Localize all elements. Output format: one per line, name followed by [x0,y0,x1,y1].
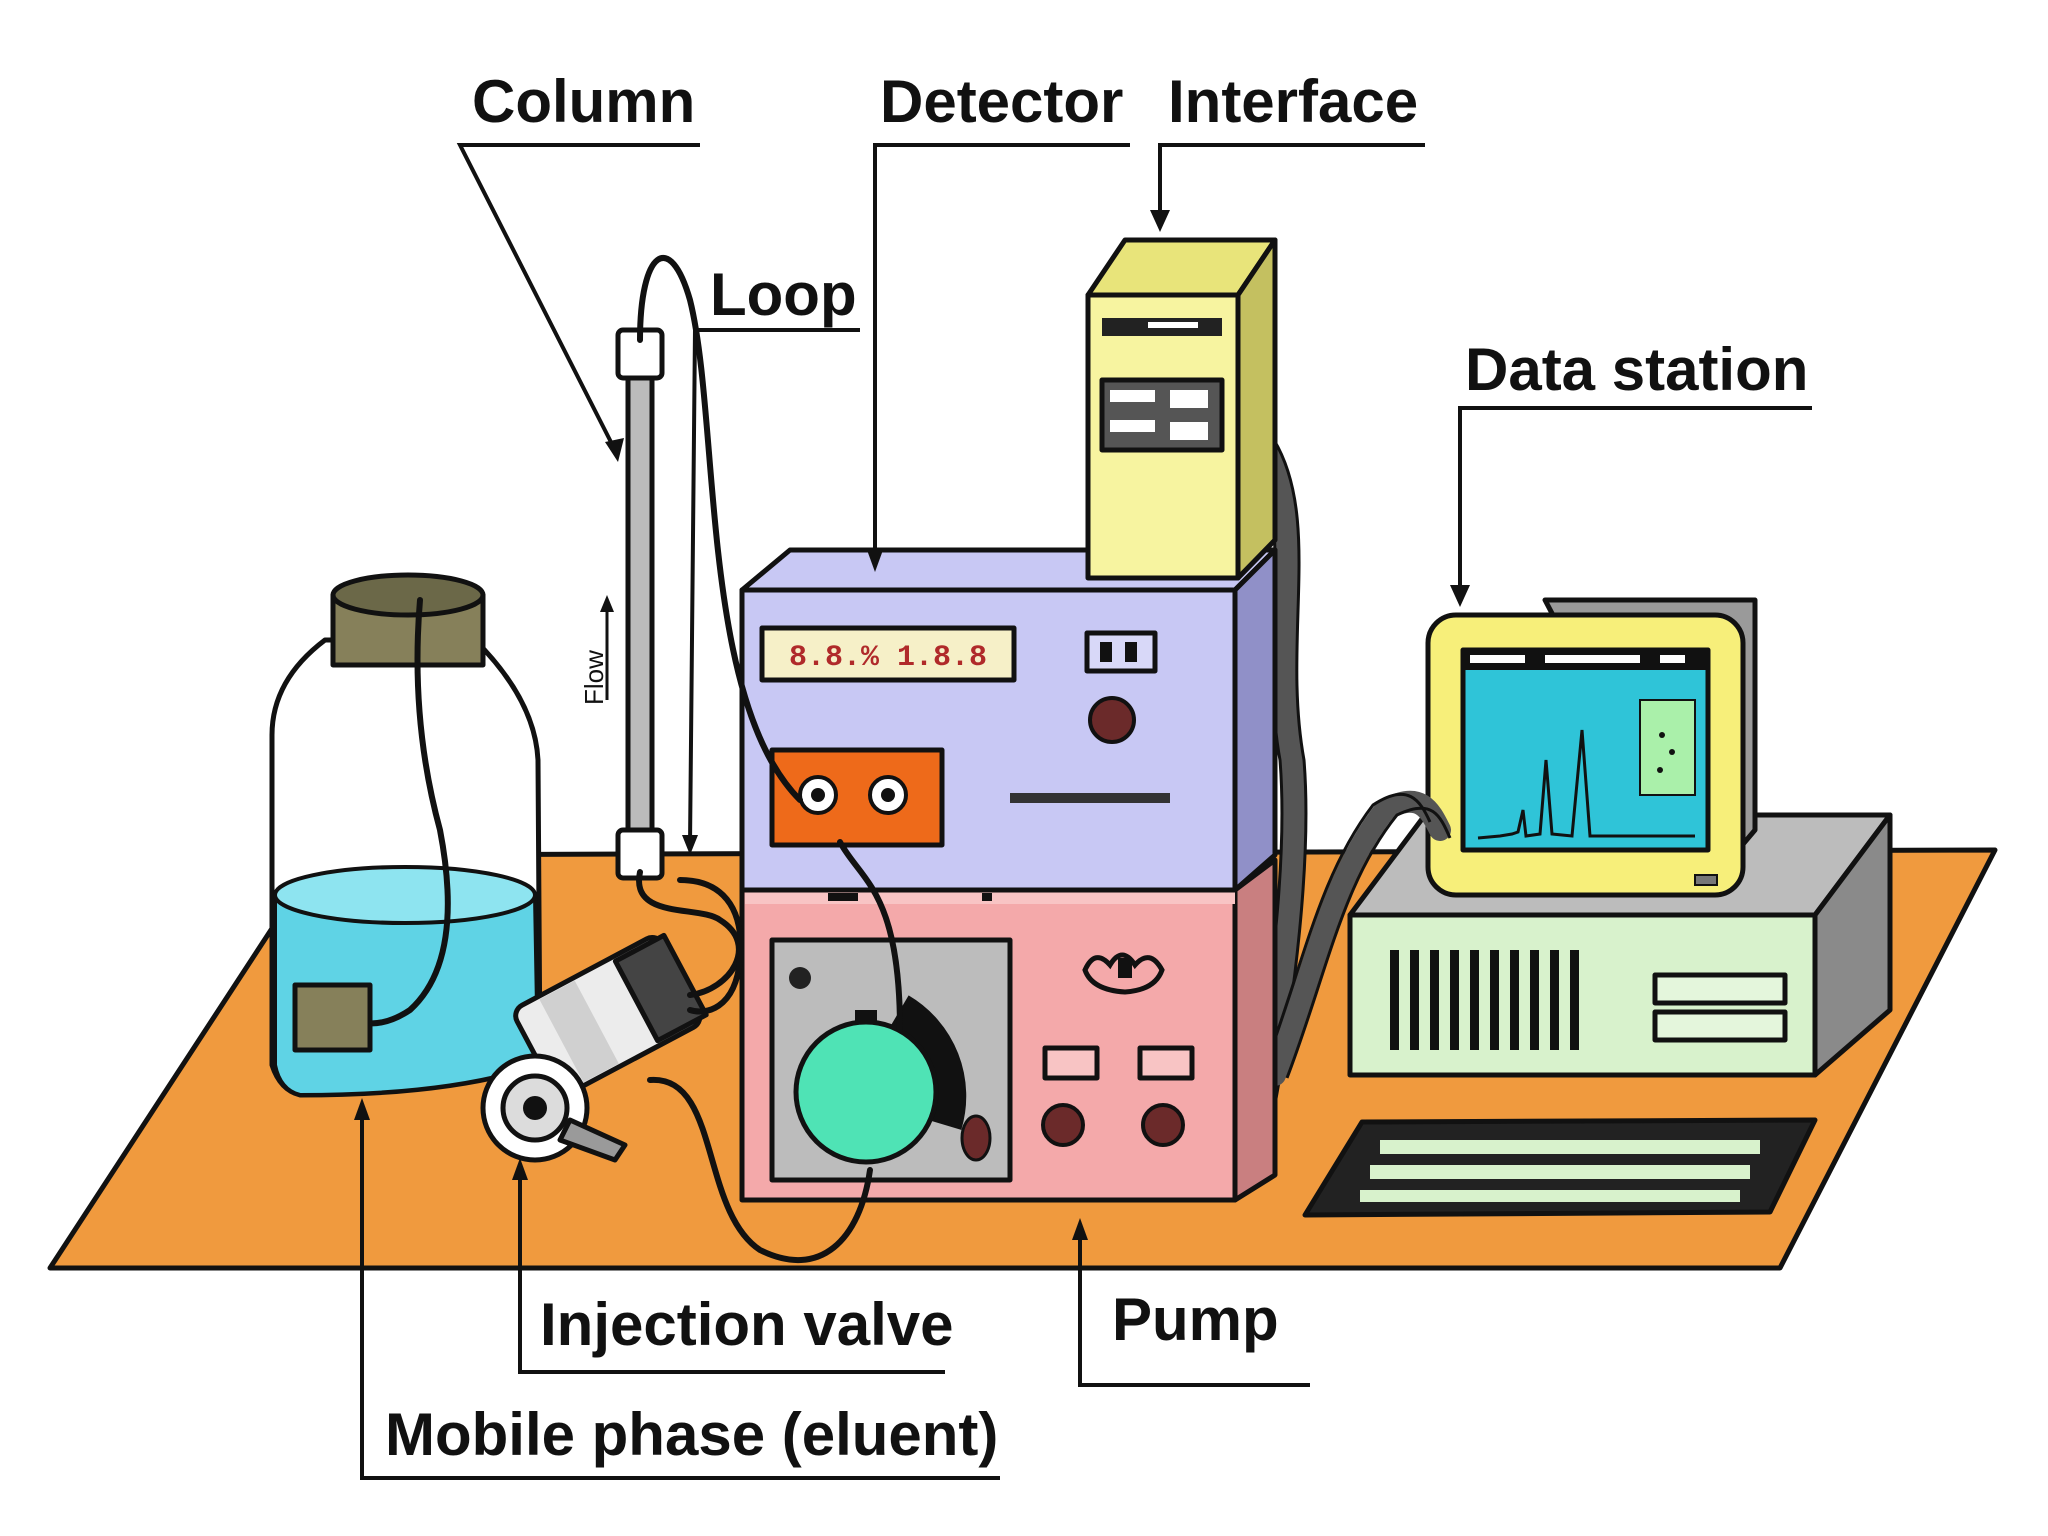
label-mobile-phase: Mobile phase (eluent) [354,1098,1000,1480]
inlet-filter [292,982,373,1053]
svg-text:Loop: Loop [710,261,857,328]
screen-side-panel [1639,699,1696,796]
detector-display [759,625,1017,683]
bottle-cap [330,572,486,668]
flow-label: Flow [579,650,609,705]
monitor-power-button [1694,874,1718,886]
keyboard [1302,1117,1818,1218]
pump-display-left [1042,1045,1100,1081]
pump-unit [739,857,1278,1203]
drive-bay-vents [1390,950,1579,1050]
svg-text:Column: Column [472,68,695,135]
injection-valve [480,932,709,1163]
computer-cable [1261,790,1452,1086]
tubing [636,254,903,1264]
label-detector: Detector [867,68,1130,572]
pump-knob-left [1041,1103,1085,1147]
detector-slot [1010,793,1170,803]
pump-head [793,1019,939,1165]
detector-knob [1088,696,1136,744]
flow-arrow: Flow [579,595,614,705]
svg-text:Detector: Detector [880,68,1123,135]
detector-toggle [1084,630,1158,674]
mobile-phase-bottle [269,572,543,1098]
pump-knob-right [1141,1103,1185,1147]
chromatogram-trace [1477,729,1695,840]
pump-display-right [1137,1045,1195,1081]
label-pump: Pump [1072,1218,1310,1387]
label-loop: Loop [682,261,860,855]
svg-text:Mobile phase (eluent): Mobile phase (eluent) [385,1401,998,1468]
label-data-station: Data station [1450,336,1812,607]
monitor [1425,597,1758,898]
label-injection-valve: Injection valve [512,1158,954,1374]
pump-logo [1082,952,1165,995]
label-column: Column [456,68,700,462]
svg-text:Injection valve: Injection valve [540,1291,954,1358]
svg-text:Pump: Pump [1112,1286,1279,1353]
svg-text:Interface: Interface [1168,68,1418,135]
svg-text:Data station: Data station [1465,336,1808,403]
disk-drive-bottom [1652,1009,1788,1043]
disk-drive-top [1652,972,1788,1006]
detector-display-text: 8.8.% 1.8.8 [789,641,987,675]
interface-unit [1085,237,1278,581]
label-interface: Interface [1150,68,1425,232]
detector-unit: 8.8.% 1.8.8 [739,547,1278,893]
hplc-column [615,327,665,881]
